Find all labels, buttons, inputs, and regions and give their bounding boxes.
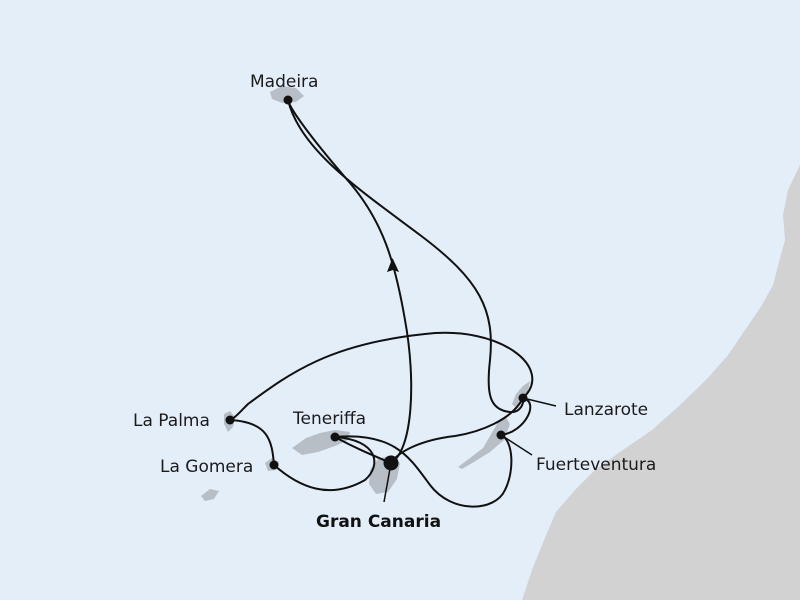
label-madeira: Madeira: [250, 72, 318, 92]
island-el-hierro: [201, 489, 219, 501]
port-marker-la-gomera: [269, 460, 279, 470]
port-marker-la-palma: [225, 415, 235, 425]
port-markers: [225, 95, 528, 471]
route-leg-fuerteventura-gran-canaria: [390, 397, 532, 464]
island-fuerteventura: [458, 416, 510, 469]
route-direction-arrow: [387, 258, 399, 272]
label-fuerteventura: Fuerteventura: [536, 455, 656, 475]
label-la-palma: La Palma: [133, 411, 210, 431]
label-teneriffa: Teneriffa: [292, 409, 366, 429]
route-leg-gran-canaria-madeira: [287, 99, 413, 464]
leader-lanzarote: [522, 397, 557, 407]
mainland-coast: [522, 165, 800, 600]
route-leg-teneriffa-fuerteventura: [334, 434, 513, 508]
port-marker-lanzarote: [518, 393, 528, 403]
port-marker-madeira: [283, 95, 293, 105]
leader-fuerteventura: [500, 434, 533, 456]
island-madeira: [270, 86, 304, 103]
port-marker-fuerteventura: [496, 430, 506, 440]
label-la-gomera: La Gomera: [160, 457, 253, 477]
label-gran-canaria: Gran Canaria: [316, 512, 441, 532]
port-marker-teneriffa: [330, 432, 340, 442]
route-leg-la-gomera-teneriffa: [273, 436, 376, 492]
route-leg-lanzarote-la-palma: [229, 331, 534, 421]
port-labels: Madeira La Palma Teneriffa La Gomera Lan…: [133, 72, 656, 532]
label-lanzarote: Lanzarote: [564, 400, 648, 420]
port-marker-gran-canaria-start: [383, 455, 399, 471]
route-leg-la-palma-la-gomera: [229, 419, 275, 466]
